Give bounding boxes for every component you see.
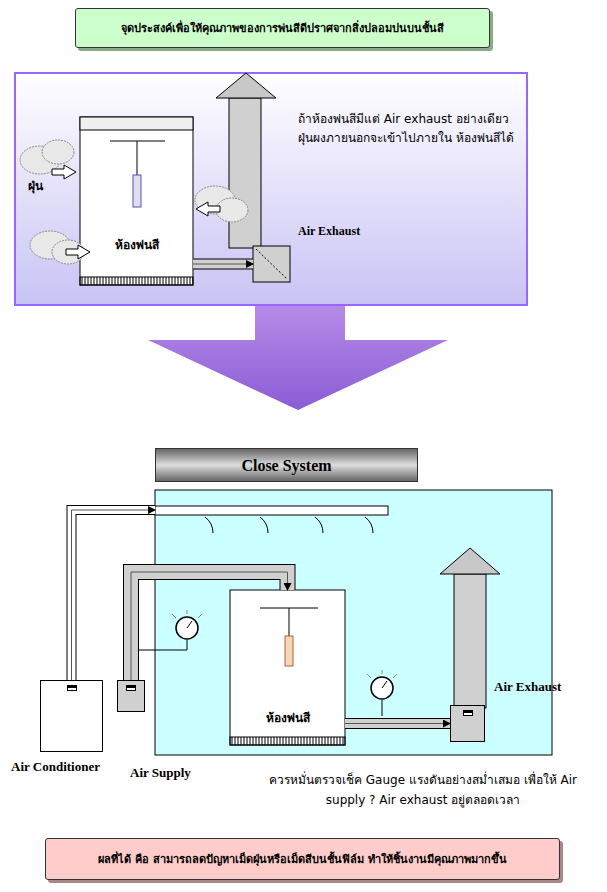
gauge-rays [172,610,397,678]
gauge-needle [382,681,387,688]
exhaust-stack [454,574,486,708]
node-text: ถ้าห้องพ่นสีมีแต่ Air exhaust อย่างเดียว… [298,110,518,147]
close-system-enclosure: Close Systemห้องพ่นสี [155,490,552,755]
panel-ground [15,73,527,305]
node-text: Air Exhaust [298,224,360,239]
duct-connector [193,264,253,265]
air-exhaust-box: Air Exhaust [253,246,290,282]
booth-header [80,117,193,130]
panel: ถ้าห้องพ่นสีมีแต่ Air exhaust อย่างเดียว… [15,73,527,305]
caption-scroll: ผลที่ได้ คือ สามารถลดปัญหาเม็ดฝุ่นหรือเม… [45,838,560,880]
pressure-gauge [176,617,198,639]
dust-arrow [52,165,220,259]
diffuser [155,506,388,515]
node-text: ห้องพ่นสี [80,235,193,254]
pressure-gauge [371,677,393,699]
air-exhaust-box: Air Exhaust [450,705,485,742]
hanger-rod [137,141,138,175]
fan-line [256,249,287,279]
air-flow [205,517,373,533]
duct-connector [72,510,156,680]
hanger-rod [289,608,290,636]
duct-connector [131,572,288,680]
unit-icon [463,710,473,716]
node-text: ห้องพ่นสี [230,708,345,727]
title-scroll: จุดประสงค์เพื่อให้คุณภาพของการพ่นสีดีปรา… [75,8,490,48]
unit-icon [67,685,77,691]
stack-roof [440,548,500,574]
work-piece [285,636,293,666]
node-text: Air Exhaust [494,679,561,695]
node-text: Close System [155,448,418,482]
dust-cloud [20,140,248,264]
air-supply-box: Air Supply [117,680,145,712]
node-text: Air Supply [130,765,191,781]
booth-body [80,117,193,285]
exhaust-box [253,246,290,282]
booth-grille [230,737,345,745]
air-conditioner: Air Conditioner [40,680,103,752]
node-text: Air Conditioner [11,759,100,775]
booth-body [230,590,345,745]
duct-connector [345,723,450,724]
spray-booth: ห้องพ่นสี [230,590,345,745]
dust-label: ฝุ่น [28,176,43,195]
spray-booth: ห้องพ่นสี [80,117,193,285]
gauge-needle [187,621,192,628]
big-arrow [148,306,448,410]
unit-icon [126,685,136,691]
stack-roof [216,73,276,98]
note-text: ควรหมั่นตรวจเช็ค Gauge แรงดันอย่างสม่ำเส… [268,770,578,811]
enclosure-ground [155,490,552,755]
work-piece [133,175,141,207]
gauge-line [187,640,188,650]
booth-grille [80,277,193,285]
exhaust-stack [229,98,261,248]
gauge-line [382,700,383,716]
